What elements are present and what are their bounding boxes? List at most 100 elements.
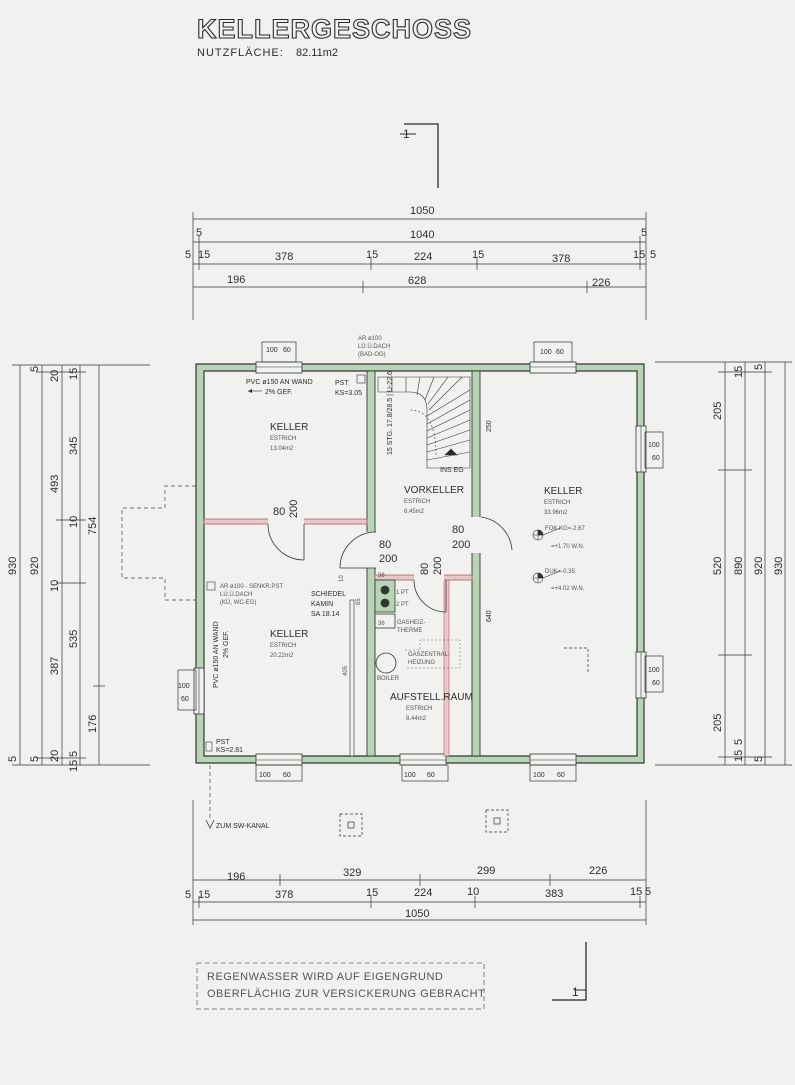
- room-4-area: 33.96m2: [544, 510, 568, 516]
- dim-left-10b: 10: [49, 580, 61, 592]
- win-h-3: 60: [652, 455, 660, 462]
- dimension-lines-left: [12, 364, 150, 766]
- dim-bottom-299: 299: [477, 865, 495, 877]
- dim-top-224: 224: [414, 251, 432, 263]
- room-5-name: AUFSTELL.RAUM: [390, 692, 473, 703]
- door-h-1: 200: [288, 500, 300, 518]
- room-4-floor: ESTRICH: [544, 500, 570, 506]
- chimney-dim-36a: 36: [378, 573, 385, 579]
- inner-dim-405: 405: [343, 665, 349, 676]
- dim-top-196: 196: [227, 274, 245, 286]
- gas-heating-1: GASZENTRAL-: [408, 652, 450, 658]
- footer-note-line2: OBERFLÄCHIG ZUR VERSICKERUNG GEBRACHT: [207, 988, 485, 1000]
- schiedel-1: SCHIEDEL: [311, 591, 346, 598]
- ar-left-sub2: (KÜ, WC-EG): [220, 599, 256, 606]
- gas-therme-2: THERME: [397, 628, 422, 634]
- dim-right-5a: 5: [753, 364, 765, 370]
- plan-title: KELLERGESCHOSS: [197, 14, 472, 44]
- room-3-name: VORKELLER: [404, 485, 464, 496]
- dim-top-15d: 15: [633, 249, 645, 261]
- sw-kanal-label: ZUM SW-KANAL: [216, 823, 270, 830]
- door-w-4: 80: [419, 563, 431, 575]
- dim-right-15b: 15: [733, 750, 745, 762]
- dim-top-15a: 15: [198, 249, 210, 261]
- inner-dim-250: 250: [486, 420, 493, 432]
- light-well-outline: [121, 485, 196, 601]
- win-h-5: 60: [181, 696, 189, 703]
- ar-top-sub1: LÜ.Ü.DACH: [358, 343, 390, 350]
- room-vorkeller: VORKELLER ESTRICH 6.45m2: [404, 485, 464, 515]
- door-h-2: 200: [379, 553, 397, 565]
- section-marker-top: [400, 123, 439, 188]
- win-h-1: 60: [283, 347, 291, 354]
- dim-left-5a: 5: [29, 756, 41, 762]
- section-marker-bottom: [552, 942, 587, 1001]
- room-1-floor: ESTRICH: [270, 436, 296, 442]
- dim-left-493: 493: [49, 475, 61, 493]
- dim-left-5c: 5: [7, 756, 19, 762]
- fok-wn: =+1.70 W.N.: [551, 544, 585, 550]
- gas-heating-2: HEIZUNG: [408, 660, 435, 666]
- schiedel-2: KAMIN: [311, 601, 333, 608]
- corner-marker: [564, 647, 589, 672]
- gas-therme-1: GASHEIZ-: [397, 620, 425, 626]
- inner-dim-640: 640: [486, 610, 493, 622]
- drain-shafts: [339, 809, 509, 837]
- dim-right-520: 520: [712, 557, 724, 575]
- dim-bottom-5b: 5: [645, 886, 651, 898]
- ar-top-sub2: (BAD-OG): [358, 352, 386, 358]
- dim-bottom-378: 378: [275, 889, 293, 901]
- staircase: [377, 376, 471, 469]
- dim-top-378a: 378: [275, 251, 293, 263]
- dim-right-205b: 205: [712, 714, 724, 732]
- boiler-label: BOILER: [377, 676, 400, 682]
- room-3-area: 6.45m2: [404, 509, 425, 515]
- door-w-2: 80: [379, 539, 391, 551]
- ar-left-sub1: LÜ.Ü.DACH: [220, 591, 252, 598]
- room-5-floor: ESTRICH: [406, 706, 432, 712]
- chimney-dim-36b: 36: [378, 621, 385, 627]
- win-w-1: 100: [266, 347, 278, 354]
- dim-left-387: 387: [49, 657, 61, 675]
- outer-walls: [195, 363, 645, 764]
- dim-top-5b: 5: [641, 227, 647, 239]
- area-label: NUTZFLÄCHE:: [197, 47, 284, 59]
- duk-level: DUK=-0.35: [545, 569, 576, 575]
- dim-left-176: 176: [87, 715, 99, 733]
- room-2-floor: ESTRICH: [270, 643, 296, 649]
- dim-bottom-5a: 5: [185, 889, 191, 901]
- dim-top-378b: 378: [552, 253, 570, 265]
- dim-left-20a: 20: [49, 370, 61, 382]
- room-keller-1: KELLER ESTRICH 13.04m2: [270, 422, 308, 452]
- pvc-top-label: PVC ø150 AN WAND: [246, 379, 313, 386]
- schiedel-3: SA 18.14: [311, 611, 340, 618]
- ks-bottom: KS=2.81: [216, 747, 243, 754]
- dim-left-10a: 10: [68, 516, 80, 528]
- window-bottom-right: [529, 753, 577, 766]
- room-2-name: KELLER: [270, 629, 308, 640]
- win-h-4: 60: [652, 680, 660, 687]
- chimney: [374, 579, 397, 674]
- area-value: 82.11m2: [296, 47, 338, 59]
- win-w-2: 100: [540, 349, 552, 356]
- room-3-floor: ESTRICH: [404, 499, 430, 505]
- duk-wn: =+4.02 W.N.: [551, 586, 585, 592]
- ks-top: KS=3.05: [335, 390, 362, 397]
- pst-bottom: PST: [216, 739, 230, 746]
- inner-dim-10: 10: [339, 575, 345, 582]
- dim-left-15b: 15: [68, 760, 80, 772]
- dim-top-226: 226: [592, 277, 610, 289]
- dim-right-5b: 5: [753, 756, 765, 762]
- dim-left-345: 345: [68, 437, 80, 455]
- dimension-lines-bottom: [192, 800, 647, 925]
- dim-top-15c: 15: [472, 249, 484, 261]
- ar-left: AR ø100 - SENKR.PST: [220, 584, 283, 590]
- ar-top: AR ø100: [358, 336, 382, 342]
- door-w-3: 80: [452, 524, 464, 536]
- dim-top-5a: 5: [196, 227, 202, 239]
- dim-left-930: 930: [7, 557, 19, 575]
- doors: [267, 516, 513, 613]
- room-1-name: KELLER: [270, 422, 308, 433]
